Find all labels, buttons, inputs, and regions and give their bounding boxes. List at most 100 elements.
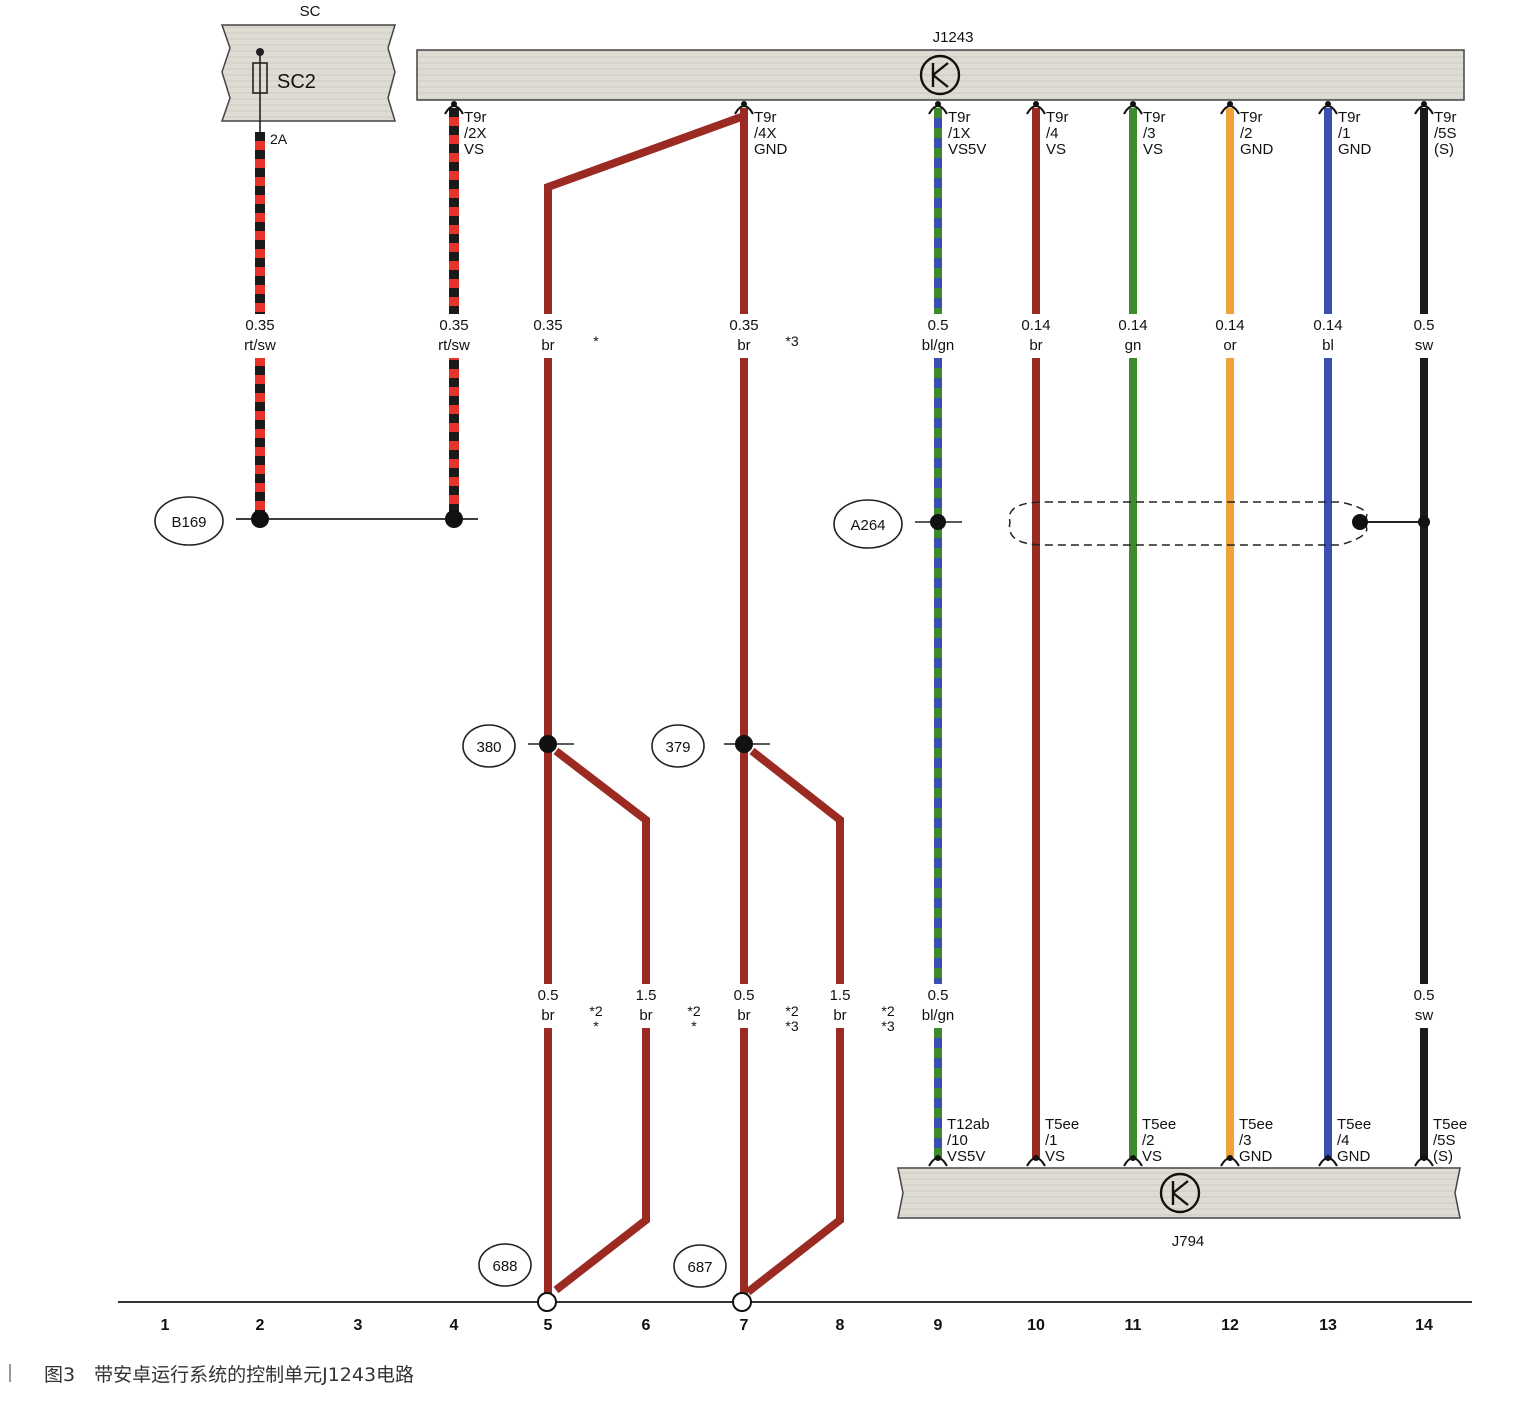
connector-top-label: T9r bbox=[754, 109, 777, 126]
wire-size-label: 0.5 bbox=[1414, 317, 1435, 334]
sc-label: SC bbox=[300, 3, 321, 20]
wire-size-label: 0.5 bbox=[734, 987, 755, 1004]
connector-top-label: /2X bbox=[464, 125, 487, 142]
connector-top-label: T9r bbox=[1240, 109, 1263, 126]
connector-bottom-label: T5ee bbox=[1239, 1116, 1273, 1133]
connector-top-label: /2 bbox=[1240, 125, 1253, 142]
wire-size-label: 0.35 bbox=[245, 317, 274, 334]
column-number: 6 bbox=[642, 1317, 651, 1334]
wire-color-label: bl bbox=[1322, 337, 1334, 354]
junction-labels: B169 A264 380 379 688 687 bbox=[154, 496, 903, 1288]
connector-bottom-label: /10 bbox=[947, 1132, 968, 1149]
wire-color-label: br bbox=[737, 1007, 750, 1024]
connector-bottom-label: /1 bbox=[1045, 1132, 1058, 1149]
connector-top-label: GND bbox=[1240, 141, 1274, 158]
wire-color-label: br bbox=[639, 1007, 652, 1024]
wire-note: * bbox=[691, 1018, 697, 1034]
wire-color-label: br bbox=[833, 1007, 846, 1024]
wire-color-label: bl/gn bbox=[922, 1007, 955, 1024]
j794-label: J794 bbox=[1172, 1233, 1205, 1250]
connector-top-label: VS bbox=[1046, 141, 1066, 158]
wire-note: *2 bbox=[881, 1003, 894, 1019]
connector-bottom-label: T12ab bbox=[947, 1116, 990, 1133]
wire-size-label: 0.5 bbox=[928, 987, 949, 1004]
column-number: 13 bbox=[1319, 1317, 1337, 1334]
column-number: 14 bbox=[1415, 1317, 1433, 1334]
wire-color-label: br bbox=[1029, 337, 1042, 354]
wire-size-label: 0.5 bbox=[538, 987, 559, 1004]
connector-bottom-label: GND bbox=[1239, 1148, 1273, 1165]
wire-col5-upper bbox=[544, 112, 746, 744]
connector-pin-top-12 bbox=[1220, 101, 1240, 115]
connector-top-label: /4 bbox=[1046, 125, 1059, 142]
connector-top-label: /1X bbox=[948, 125, 971, 142]
junction-a264: A264 bbox=[850, 517, 885, 534]
fuse-pin-label: 2A bbox=[270, 131, 288, 147]
junction-688: 688 bbox=[492, 1258, 517, 1275]
connector-top-label: T9r bbox=[1434, 109, 1457, 126]
connector-bottom-label: VS bbox=[1142, 1148, 1162, 1165]
connector-top-label: /1 bbox=[1338, 125, 1351, 142]
wire-note: *3 bbox=[785, 1018, 798, 1034]
wire-color-label: br bbox=[541, 337, 554, 354]
connector-pin-top-11 bbox=[1123, 101, 1143, 115]
sc-fuse-box: SC SC2 2A bbox=[220, 3, 397, 147]
connector-top-label: T9r bbox=[1143, 109, 1166, 126]
column-number: 1 bbox=[161, 1317, 170, 1334]
connector-bottom-label: /3 bbox=[1239, 1132, 1252, 1149]
connector-bottom-label: T5ee bbox=[1045, 1116, 1079, 1133]
wire-size-label: 0.35 bbox=[439, 317, 468, 334]
wire-size-label: 0.35 bbox=[729, 317, 758, 334]
connector-pins-top bbox=[444, 101, 1434, 115]
wires bbox=[236, 108, 1430, 1300]
wire-color-label: sw bbox=[1415, 337, 1434, 354]
wire-color-label: rt/sw bbox=[244, 337, 276, 354]
wire-size-label: 0.14 bbox=[1313, 317, 1342, 334]
caption-text: 图3 带安卓运行系统的控制单元J1243电路 bbox=[44, 1364, 414, 1386]
j1243-control-unit: J1243 bbox=[416, 29, 1465, 101]
connector-pins-bottom bbox=[928, 1155, 1434, 1167]
column-number: 10 bbox=[1027, 1317, 1045, 1334]
wire-size-label: 0.14 bbox=[1215, 317, 1244, 334]
connector-top-label: GND bbox=[1338, 141, 1372, 158]
connector-bottom-label: T5ee bbox=[1337, 1116, 1371, 1133]
wire-size-label: 0.14 bbox=[1118, 317, 1147, 334]
wire-note: *2 bbox=[785, 1003, 798, 1019]
connector-top-label: /4X bbox=[754, 125, 777, 142]
connector-pin-bottom-10 bbox=[1026, 1155, 1046, 1167]
figure-caption: 图3 带安卓运行系统的控制单元J1243电路 bbox=[9, 1364, 414, 1386]
column-number: 12 bbox=[1221, 1317, 1239, 1334]
connector-bottom-label: GND bbox=[1337, 1148, 1371, 1165]
junction-points bbox=[118, 510, 1472, 1312]
wire-size-label: 0.5 bbox=[928, 317, 949, 334]
column-number: 3 bbox=[354, 1317, 363, 1334]
connector-pin-top-14 bbox=[1414, 101, 1434, 115]
connector-pin-bottom-14 bbox=[1414, 1155, 1434, 1167]
connector-top-label: VS bbox=[1143, 141, 1163, 158]
wire-size-label: 0.5 bbox=[1414, 987, 1435, 1004]
wire-size-label: 0.35 bbox=[533, 317, 562, 334]
connector-top-label: /3 bbox=[1143, 125, 1156, 142]
column-number: 4 bbox=[450, 1317, 459, 1334]
connector-top-label: T9r bbox=[948, 109, 971, 126]
connector-pin-bottom-12 bbox=[1220, 1155, 1240, 1167]
connector-bottom-label: T5ee bbox=[1142, 1116, 1176, 1133]
connector-top-label: (S) bbox=[1434, 141, 1454, 158]
junction-379: 379 bbox=[665, 739, 690, 756]
wire-color-label: rt/sw bbox=[438, 337, 470, 354]
connector-bottom-label: (S) bbox=[1433, 1148, 1453, 1165]
wire-size-label: 0.14 bbox=[1021, 317, 1050, 334]
junction-687: 687 bbox=[687, 1259, 712, 1276]
wire-note: *3 bbox=[881, 1018, 894, 1034]
connector-pin-top-9 bbox=[928, 101, 948, 115]
j1243-label: J1243 bbox=[933, 29, 974, 46]
column-number: 5 bbox=[544, 1317, 553, 1334]
wire-note: *2 bbox=[589, 1003, 602, 1019]
column-number: 2 bbox=[256, 1317, 265, 1334]
control-unit-icon bbox=[1159, 1172, 1201, 1214]
connector-top-label: VS5V bbox=[948, 141, 986, 158]
wire-color-label: sw bbox=[1415, 1007, 1434, 1024]
connector-top-label: GND bbox=[754, 141, 788, 158]
connector-top-label: VS bbox=[464, 141, 484, 158]
